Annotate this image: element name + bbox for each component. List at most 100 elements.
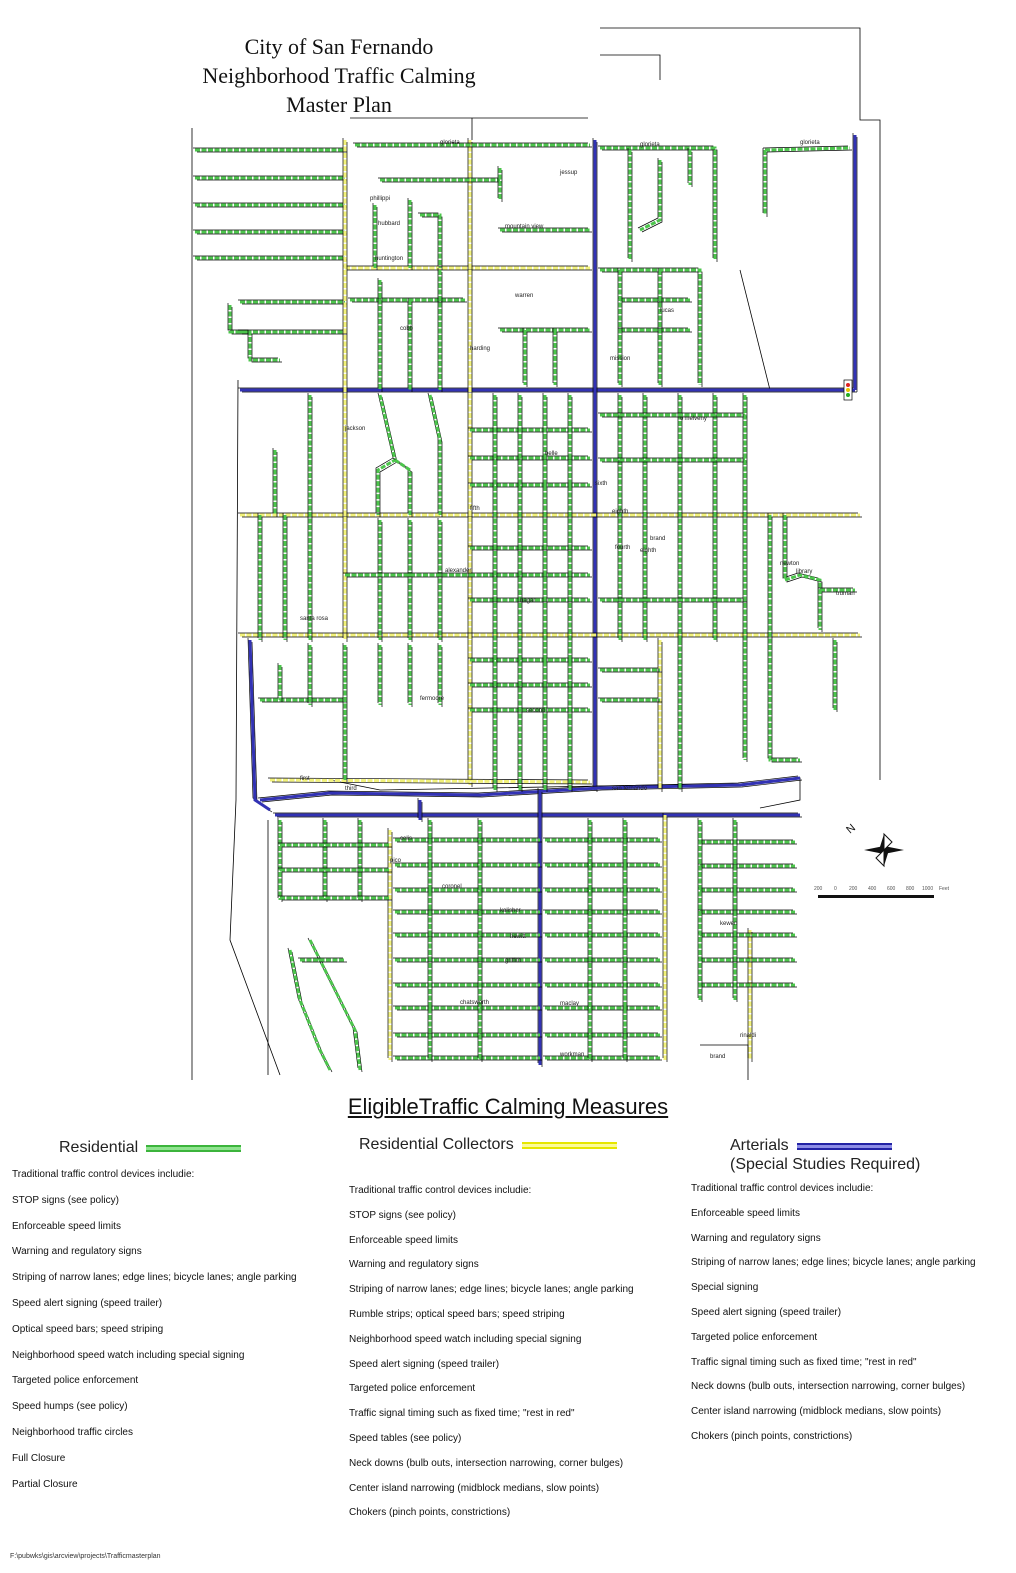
residential-measure-item: Partial Closure [12, 1478, 78, 1490]
arterials-measure-item: Enforceable speed limits [691, 1207, 800, 1219]
street-outline [700, 1044, 749, 1080]
collector-street [269, 778, 591, 784]
arterials-measure-item: Traffic signal timing such as fixed time… [691, 1356, 917, 1368]
arterial-line-swatch [796, 1142, 892, 1150]
street-label: brand [710, 1054, 725, 1060]
residential-street [288, 949, 332, 1071]
scale-label-3: 400 [868, 886, 877, 892]
scale-label-2: 200 [849, 886, 858, 892]
arterials-measure-item: Targeted police enforcement [691, 1331, 818, 1343]
collectors-heading-text: Residential Collectors [359, 1136, 514, 1153]
collectors-measure-item: Targeted police enforcement [349, 1383, 476, 1395]
street-label: san fernando [612, 786, 648, 792]
residential-street [600, 146, 717, 260]
collectors-measure-item: Neck downs (bulb outs, intersection narr… [349, 1457, 624, 1469]
street-label: eighth [640, 548, 656, 554]
scale-label-0: 200 [814, 886, 823, 892]
street-label: chatsworth [460, 1000, 489, 1006]
collectors-measure-item: Center island narrowing (midblock median… [349, 1482, 600, 1494]
collectors-measure-item: Speed tables (see policy) [349, 1432, 462, 1444]
arterials-measure-item: Warning and regulatory signs [691, 1232, 821, 1244]
scale-label-7: Feet [939, 886, 950, 892]
street-label: lucas [660, 308, 674, 314]
street-label: coronel [442, 884, 462, 890]
map-title-line-1: City of San Fernando [244, 34, 434, 59]
street-outline [229, 379, 281, 1076]
street-outline [600, 54, 661, 80]
street-label: eighth [612, 509, 628, 515]
legend-arterials: Arterials (Special Studies Required) Tra… [691, 1136, 976, 1456]
collectors-measure-item: Enforceable speed limits [349, 1234, 458, 1246]
street-label: glorieta [800, 140, 820, 146]
residential-street [394, 458, 412, 515]
collectors-measure-item: STOP signs (see policy) [349, 1209, 456, 1221]
arterial-street [248, 639, 271, 812]
street-label: hewitt [510, 934, 526, 940]
collectors-measure-item: Rumble strips; optical speed bars; speed… [349, 1308, 565, 1320]
street-label: fifth [470, 506, 480, 512]
street-label: hagar [520, 598, 535, 604]
residential-street [768, 515, 800, 762]
legend-title: EligibleTraffic Calming Measures [347, 1094, 669, 1119]
street-label: phillippi [370, 196, 390, 202]
arterials-measure-item: Special signing [691, 1282, 759, 1294]
street-label: mission [610, 356, 630, 362]
street-label: second [526, 708, 545, 714]
street-label: griffith [505, 958, 521, 964]
scale-label-1: 0 [834, 886, 837, 892]
street-label: sixth [595, 481, 607, 487]
street-label: brand [650, 536, 665, 542]
residential-street [428, 394, 442, 515]
arterial-measures-list: Traditional traffic control devices incl… [691, 1183, 976, 1456]
collectors-measure-item: Neighborhood speed watch including speci… [349, 1333, 582, 1345]
street-label: jackson [344, 426, 365, 432]
arterials-measure-item: Neck downs (bulb outs, intersection narr… [691, 1381, 966, 1393]
residential-measure-item: Enforceable speed limits [12, 1220, 121, 1232]
street-outline [600, 27, 881, 780]
arterials-measure-item: Center island narrowing (midblock median… [691, 1406, 942, 1418]
residential-line-swatch [146, 1144, 242, 1152]
street-label: kewen [720, 921, 737, 927]
north-arrow-icon: N [844, 822, 904, 868]
residential-measure-item: Full Closure [12, 1452, 66, 1464]
collector-measures-list: Traditional traffic control devices incl… [349, 1185, 634, 1532]
scale-label-4: 600 [887, 886, 896, 892]
file-path: F:\pubwks\gis\arcview\projects\Trafficma… [10, 1553, 161, 1560]
street-label: truman [836, 591, 855, 597]
residential-measure-item: Targeted police enforcement [12, 1375, 139, 1387]
street-label: huntington [375, 256, 403, 262]
residential-measure-item: Neighborhood traffic circles [12, 1426, 133, 1438]
residential-measures-list: Traditional traffic control devices incl… [12, 1169, 297, 1504]
residential-measure-item: Speed alert signing (speed trailer) [12, 1297, 163, 1309]
scale-bar: 200 0 200 400 600 800 1000 Feet [812, 884, 952, 904]
residential-measure-item: STOP signs (see policy) [12, 1194, 119, 1206]
legend-residential: Residential Traditional traffic control … [12, 1138, 297, 1504]
north-label: N [844, 822, 858, 836]
residential-measure-item: Traditional traffic control devices incl… [12, 1169, 195, 1180]
residential-street [639, 160, 662, 232]
arterials-measure-item: Striping of narrow lanes; edge lines; bi… [691, 1257, 976, 1269]
street-label: glorieta [640, 142, 660, 148]
street-label: warren [514, 293, 533, 299]
street-label: first [300, 776, 310, 782]
street-label: harding [470, 346, 490, 352]
street-label: jessup [559, 170, 578, 176]
arterials-measure-item: Speed alert signing (speed trailer) [691, 1306, 842, 1318]
residential-measure-item: Speed humps (see policy) [12, 1401, 128, 1413]
residential-street [600, 268, 702, 385]
street-label: rinaldi [740, 1033, 756, 1039]
collectors-measure-item: Chokers (pinch points, constrictions) [349, 1507, 511, 1519]
legend-collectors-heading: Residential Collectors [359, 1135, 634, 1155]
residential-street [420, 213, 442, 268]
scale-label-6: 1000 [922, 886, 933, 892]
collectors-measure-item: Speed alert signing (speed trailer) [349, 1358, 500, 1370]
legend-arterials-heading: Arterials [730, 1136, 976, 1156]
residential-measure-item: Warning and regulatory signs [12, 1246, 142, 1258]
street-label: fourth [615, 545, 630, 551]
street-label: newton [780, 561, 799, 567]
street-label: pico [390, 858, 402, 864]
arterials-heading-text: Arterials [730, 1137, 789, 1154]
street-label: maclay [560, 1001, 579, 1007]
